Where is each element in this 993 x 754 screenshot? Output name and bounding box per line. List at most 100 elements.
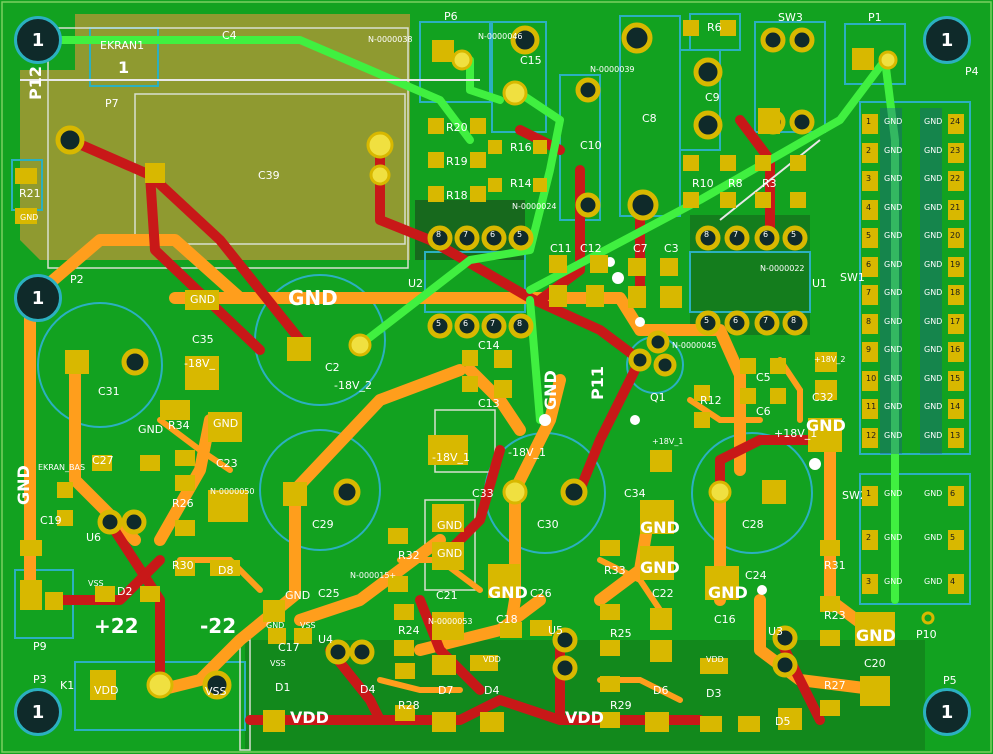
sw1-pad-left: [862, 114, 878, 134]
sw2-gnd-right: GND: [924, 577, 943, 586]
sw2-gnd-right: GND: [924, 533, 943, 542]
sw1-pad-right: [948, 399, 964, 419]
net-neg18-1-c30: -18V_1: [508, 446, 546, 459]
sw1-pin-left-number: 4: [866, 202, 872, 212]
ref-c23: C23: [216, 457, 238, 470]
ref-r30: R30: [172, 559, 194, 572]
sw1-gnd-right: GND: [924, 202, 943, 212]
ref-k1: K1: [60, 679, 75, 692]
ref-c26: C26: [530, 587, 552, 600]
ref-r32: R32: [398, 549, 420, 562]
sw1-gnd-right: GND: [924, 373, 943, 383]
sw1-gnd-left: GND: [884, 259, 903, 269]
net-plus22: +22: [94, 614, 139, 638]
ref-c15: C15: [520, 54, 542, 67]
net-neg18-2-c35: -18V_: [184, 357, 215, 370]
ref-c3: C3: [664, 242, 679, 255]
sw1-pad-left: [862, 142, 878, 163]
ref-r18: R18: [446, 189, 468, 202]
ref-c29: C29: [312, 518, 334, 531]
ref-d8: D8: [218, 564, 234, 577]
sw1-gnd-right: GND: [924, 145, 943, 155]
sw2-pad-right: [948, 486, 964, 506]
sw1-gnd-right: GND: [924, 259, 943, 269]
net-n39: N-0000039: [590, 65, 635, 74]
sw2-pin-left-number: 2: [866, 533, 872, 542]
ref-c17: C17: [278, 641, 300, 654]
sw2-pin-right-number: 4: [950, 577, 956, 586]
ref-r29: R29: [610, 699, 632, 712]
ref-r26: R26: [172, 497, 194, 510]
traces-white: [20, 79, 821, 221]
net-gnd-p11: GND: [541, 370, 560, 410]
sw2-pad-left: [862, 486, 878, 506]
ref-p10: P10: [916, 628, 937, 641]
through-pads: [20, 22, 935, 700]
u2-pin-bottom: 7: [490, 319, 496, 328]
mounting-hole-br: 1: [923, 688, 971, 736]
ref-r20: R20: [446, 121, 468, 134]
u1-pin-top: 7: [733, 230, 739, 239]
sw1-gnd-left: GND: [884, 288, 903, 297]
net-n15: N-000015+: [350, 571, 397, 580]
ref-c11: C11: [550, 242, 572, 255]
ref-p5: P5: [943, 674, 957, 687]
sw1-pad-right: [948, 342, 964, 362]
ref-p6: P6: [444, 10, 458, 23]
ref-c25: C25: [318, 587, 340, 600]
sw1-pin-left-number: 1: [866, 117, 872, 126]
smd-pads: [15, 20, 895, 732]
net-vss-d1: VSS: [270, 659, 286, 668]
sw1-gnd-left: GND: [884, 202, 903, 212]
ref-c2: C2: [325, 361, 340, 374]
ref-c27: C27: [92, 454, 114, 467]
ref-u2: U2: [408, 277, 424, 290]
sw1-gnd-right: GND: [924, 174, 943, 183]
sw1-gnd-right: GND: [924, 231, 943, 240]
ref-d4-b: D4: [484, 684, 500, 697]
sw1-gnd-left: GND: [884, 231, 903, 240]
u1-pin-top: 8: [704, 230, 710, 239]
sw1-pin-right-number: 16: [950, 345, 961, 354]
sw1-pin-right-number: 17: [950, 316, 961, 326]
ref-c13: C13: [478, 397, 500, 410]
net-gnd-c35: GND: [190, 293, 216, 306]
sw1-gnd-left: GND: [884, 345, 903, 354]
net-vdd-k1: VDD: [94, 684, 119, 697]
ref-r19: R19: [446, 155, 468, 168]
ref-c12: C12: [580, 242, 602, 255]
ref-c5: C5: [756, 371, 771, 384]
ref-c6: C6: [756, 405, 771, 418]
sw1-pin-left-number: 7: [866, 288, 872, 297]
net-gnd-c2: GND: [288, 286, 338, 310]
net-gnd-r34: GND: [138, 423, 164, 436]
sw1-pin-left-number: 11: [866, 402, 877, 411]
net-n24: N-0000024: [512, 202, 557, 211]
sw2-pin-left-number: 3: [866, 577, 872, 586]
net-gnd-c23: GND: [213, 417, 239, 430]
net-vdd-bottom-a: VDD: [290, 708, 329, 727]
ref-c33: C33: [472, 487, 494, 500]
ref-p12: P12: [26, 66, 45, 100]
net-n46: N-0000046: [478, 32, 523, 41]
ref-c21: C21: [436, 589, 458, 602]
sw1-gnd-left: GND: [884, 373, 903, 383]
u2-pin-bottom: 8: [517, 319, 523, 328]
ref-c7: C7: [633, 242, 648, 255]
net-gnd-left: GND: [14, 465, 33, 505]
sw2-gnd-left: GND: [884, 489, 903, 498]
u2-pin-top: 7: [463, 230, 469, 239]
ref-r12: R12: [700, 394, 722, 407]
net-pos18-1-q1: +18V_1: [652, 437, 684, 446]
u2-pin-top: 8: [436, 230, 442, 239]
ref-r33: R33: [604, 564, 626, 577]
sw1-pad-left: [862, 427, 878, 448]
net-n53: N-0000053: [428, 617, 473, 626]
ref-p4: P4: [965, 65, 979, 78]
ref-u6: U6: [86, 531, 102, 544]
sw1-pin-left-number: 6: [866, 259, 872, 269]
ref-p11: P11: [588, 366, 607, 400]
u1-pin-top: 5: [791, 230, 797, 239]
ref-c16: C16: [714, 613, 736, 626]
